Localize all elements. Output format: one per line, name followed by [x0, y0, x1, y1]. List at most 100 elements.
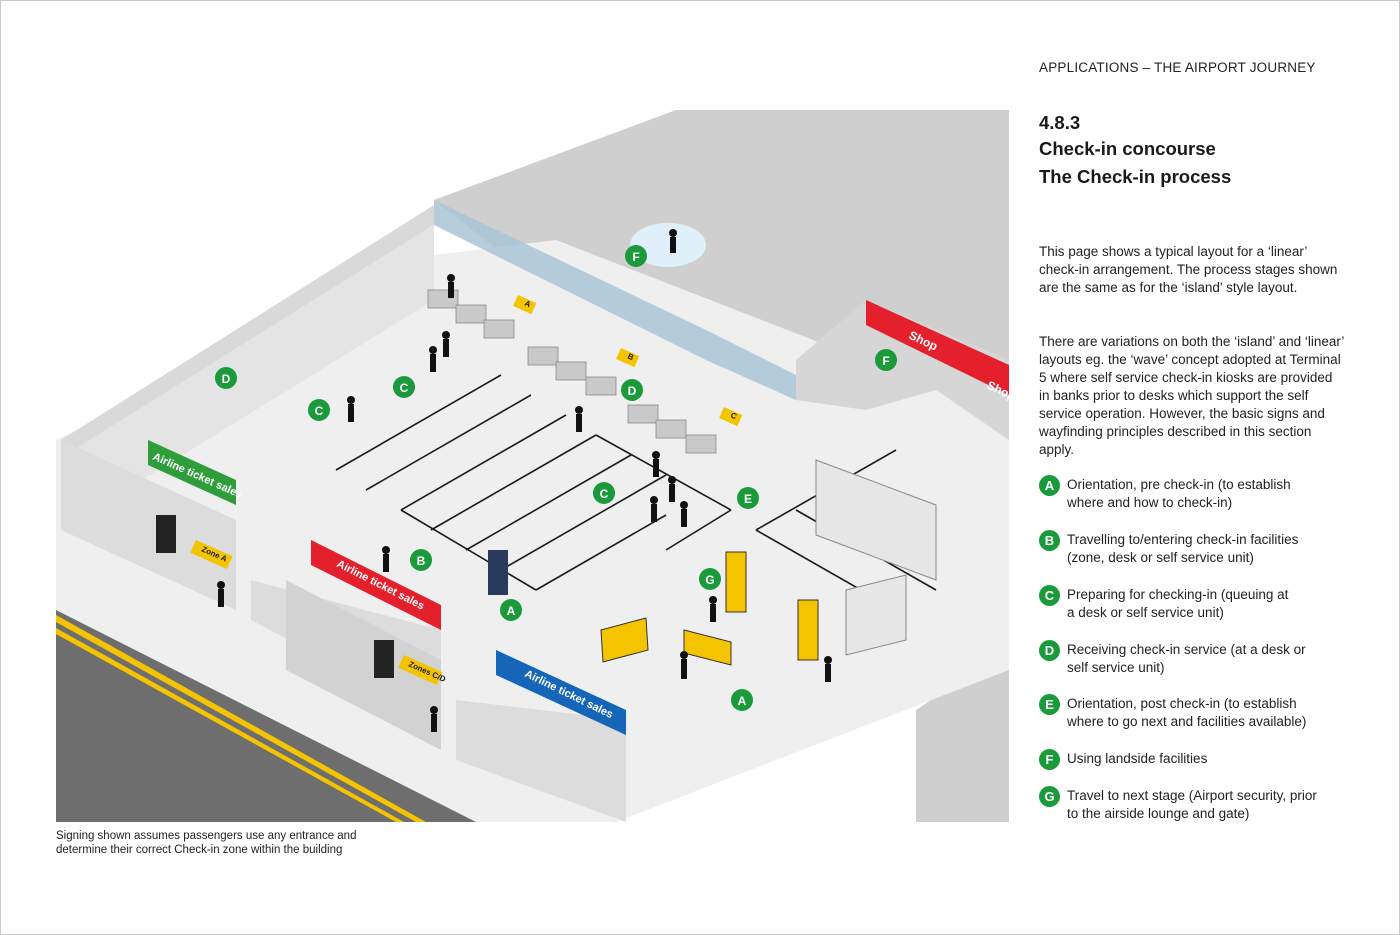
stage-text: Orientation, post check-in (to establish — [1067, 696, 1297, 711]
queue-line — [665, 509, 732, 551]
stage-text: self service unit) — [1067, 660, 1165, 675]
stage-marker-label: C — [400, 381, 409, 395]
stage-text: Preparing for checking-in (queuing at — [1067, 587, 1289, 602]
ticket-sales-sign-blue — [496, 650, 626, 735]
passenger — [448, 282, 454, 298]
stage-text: Travel to next stage (Airport security, … — [1067, 788, 1317, 803]
passenger — [825, 664, 831, 682]
shop-sign-band — [866, 300, 1009, 395]
stage-marker-label: F — [882, 354, 889, 368]
road-marking — [56, 615, 426, 822]
page-title: Check-in concourse — [1039, 138, 1216, 159]
mid-front-block — [286, 580, 441, 750]
stage-marker: G — [699, 568, 721, 590]
section-label: APPLICATIONS – THE AIRPORT JOURNEY — [1039, 60, 1316, 75]
queue-line — [365, 394, 532, 491]
stage-text: where to go next and facilities availabl… — [1067, 714, 1307, 729]
stage-badge: F — [1039, 749, 1060, 770]
checkin-desk — [483, 319, 515, 339]
stage-marker-label: F — [632, 250, 639, 264]
stage-marker-label: A — [507, 604, 516, 618]
queue-line — [465, 454, 632, 551]
stage-marker: C — [308, 399, 330, 421]
totem-sign — [797, 599, 819, 661]
stage-marker-label: B — [417, 554, 426, 568]
info-floor-pad — [630, 223, 706, 267]
departure-board — [156, 515, 176, 553]
stage-text: Using landside facilities — [1067, 751, 1208, 766]
self-service-kiosk — [488, 550, 508, 595]
passenger — [576, 414, 582, 432]
zone-sign — [398, 655, 443, 685]
stage-marker: C — [393, 376, 415, 398]
passenger — [651, 504, 657, 522]
queue-line — [335, 374, 502, 471]
passenger — [447, 274, 455, 282]
stage-badge: B — [1039, 530, 1060, 551]
stage-marker: D — [621, 379, 643, 401]
ticket-sales-sign-red — [311, 540, 441, 630]
stage-marker: C — [593, 482, 615, 504]
checkin-desk-row — [427, 289, 717, 454]
stage-text: where and how to check-in) — [1067, 495, 1233, 510]
stage-text: a desk or self service unit) — [1067, 605, 1224, 620]
intro-paragraph-2: There are variations on both the ‘island… — [1039, 334, 1344, 457]
stage-marker: E — [737, 487, 759, 509]
stage-marker-label: D — [628, 384, 637, 398]
zone-sign-label: C — [729, 411, 738, 422]
stage-marker-label: A — [738, 694, 747, 708]
passengers — [217, 229, 832, 732]
passenger — [348, 404, 354, 422]
back-wall-top — [61, 205, 434, 458]
passenger — [431, 714, 437, 732]
passenger — [653, 459, 659, 477]
zone-sign-label: A — [523, 299, 532, 310]
queue-line — [400, 414, 567, 511]
road-surface — [56, 610, 476, 822]
stage-badge: C — [1039, 585, 1060, 606]
passenger — [681, 659, 687, 679]
passenger — [680, 501, 688, 509]
zone-sign — [190, 540, 233, 570]
stage-marker: A — [731, 689, 753, 711]
passenger — [709, 596, 717, 604]
departure-board — [683, 629, 732, 666]
stage-marker: F — [875, 349, 897, 371]
stage-badge: E — [1039, 694, 1060, 715]
queue-line — [500, 474, 667, 571]
stage-text: (zone, desk or self service unit) — [1067, 550, 1254, 565]
passenger — [681, 509, 687, 527]
zone-sign — [616, 348, 640, 368]
queue-line — [535, 514, 667, 591]
page-subtitle: The Check-in process — [1039, 166, 1232, 187]
stage-badge: A — [1039, 475, 1060, 496]
passenger — [218, 589, 224, 607]
stage-marker-label: C — [600, 487, 609, 501]
queue-barriers — [335, 374, 937, 611]
passenger — [669, 484, 675, 502]
checkin-desk — [455, 304, 487, 324]
stage-text: Orientation, pre check-in (to establish — [1067, 477, 1291, 492]
ticket-sales-sign-green — [148, 440, 236, 505]
glass-barrier — [434, 200, 706, 360]
passenger — [382, 546, 390, 554]
passenger — [668, 476, 676, 484]
checkin-desk — [555, 361, 587, 381]
caption-line: determine their correct Check-in zone wi… — [56, 844, 343, 856]
left-front-wall — [61, 440, 236, 610]
info-sign — [600, 617, 649, 663]
stage-marker-label: C — [315, 404, 324, 418]
zone-sign — [719, 407, 743, 427]
stage-marker: A — [500, 599, 522, 621]
passenger — [669, 229, 677, 237]
stage-marker-label: E — [744, 492, 752, 506]
checkin-desk — [585, 376, 617, 396]
stage-marker: F — [625, 245, 647, 267]
road-marking — [56, 628, 404, 822]
queue-line — [430, 434, 597, 531]
stage-marker: B — [410, 549, 432, 571]
passenger — [217, 581, 225, 589]
checkin-desk — [627, 404, 659, 424]
passenger — [652, 451, 660, 459]
stage-text: Travelling to/entering check-in faciliti… — [1067, 532, 1299, 547]
